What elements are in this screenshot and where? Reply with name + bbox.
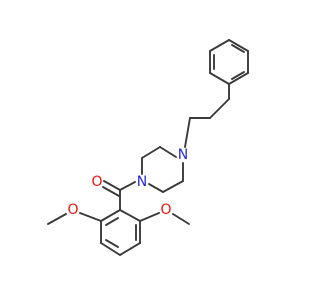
piperazine-bond (162, 180, 184, 193)
phenyl-bond (228, 72, 249, 85)
phenyl-bond (209, 72, 230, 85)
piperazine-nitrogen-4-label: N (178, 147, 188, 163)
phenyl-bond (209, 39, 230, 52)
phenyl-double-bond (231, 71, 245, 80)
piperazine-bond (148, 183, 164, 193)
piperazine-bond (159, 146, 177, 158)
molecule-canvas: O N N O O (47, 39, 249, 256)
benzene-bond (119, 209, 141, 222)
phenyl-double-bond (231, 44, 245, 53)
structure-diagram: O N N O O (47, 39, 249, 256)
amide-bond (119, 181, 136, 191)
benzene-bond (100, 242, 121, 256)
piperazine-bond (141, 146, 161, 159)
piperazine-nitrogen-1-label: N (137, 174, 147, 190)
carbonyl-double-bond (102, 186, 120, 197)
methyl-bond (47, 213, 67, 225)
propyl-bond (184, 117, 191, 148)
bond-layer (47, 39, 249, 256)
methoxy-bond (79, 212, 102, 222)
methyl-bond (172, 213, 190, 225)
carbonyl-bond (103, 180, 121, 191)
phenyl-bond (228, 39, 249, 52)
carbonyl-oxygen-label: O (91, 174, 102, 190)
methoxy-oxygen-right-label: O (160, 202, 171, 218)
benzene-double-bond (105, 239, 119, 248)
methoxy-oxygen-left-label: O (67, 202, 78, 218)
benzene-double-bond (105, 217, 119, 226)
methoxy-bond (139, 212, 160, 222)
benzene-bond (100, 209, 121, 222)
benzene-bond (119, 242, 141, 256)
propyl-bond (209, 98, 230, 119)
